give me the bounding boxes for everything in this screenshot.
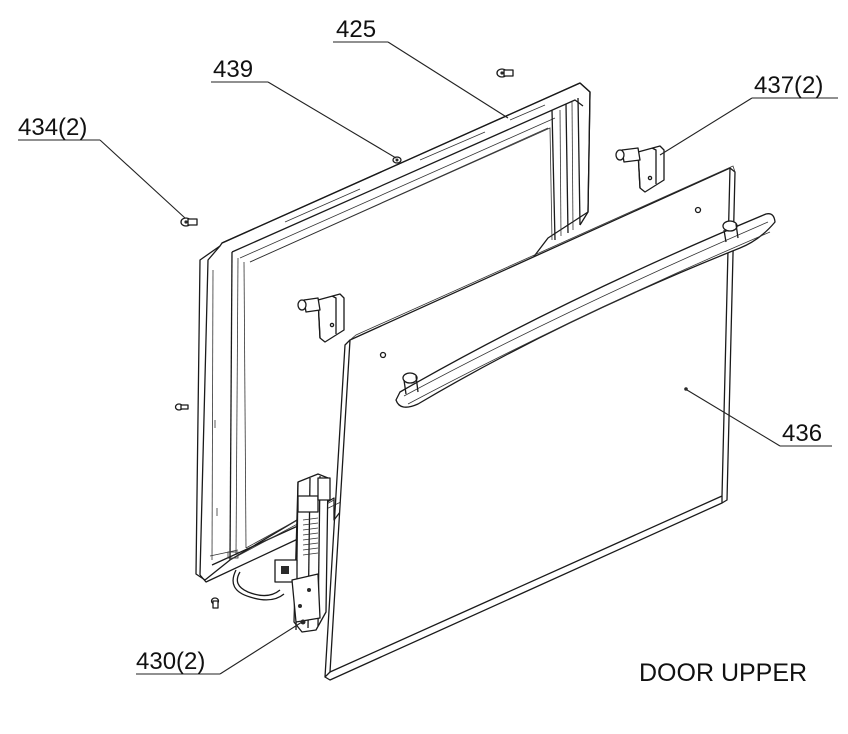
- screw-top: [496, 68, 514, 78]
- callout-436: 436: [782, 420, 822, 447]
- callout-437: 437(2): [754, 72, 823, 99]
- callout-439: 439: [213, 56, 253, 83]
- bracket-437-left: [297, 293, 345, 343]
- screw-434: [180, 217, 198, 227]
- callout-434: 434(2): [18, 114, 87, 141]
- callout-425: 425: [336, 16, 376, 43]
- hinge-spring: [302, 517, 319, 556]
- hinge-430: [232, 473, 331, 633]
- diagram-title: DOOR UPPER: [639, 659, 807, 687]
- bracket-437-right: [615, 145, 665, 193]
- screw-439: [392, 156, 402, 164]
- screw-small-bottom: [210, 597, 220, 609]
- callout-430: 430(2): [136, 648, 205, 675]
- screw-small-left: [174, 403, 189, 411]
- door-handle: [395, 213, 776, 408]
- callout-lines: [18, 41, 838, 675]
